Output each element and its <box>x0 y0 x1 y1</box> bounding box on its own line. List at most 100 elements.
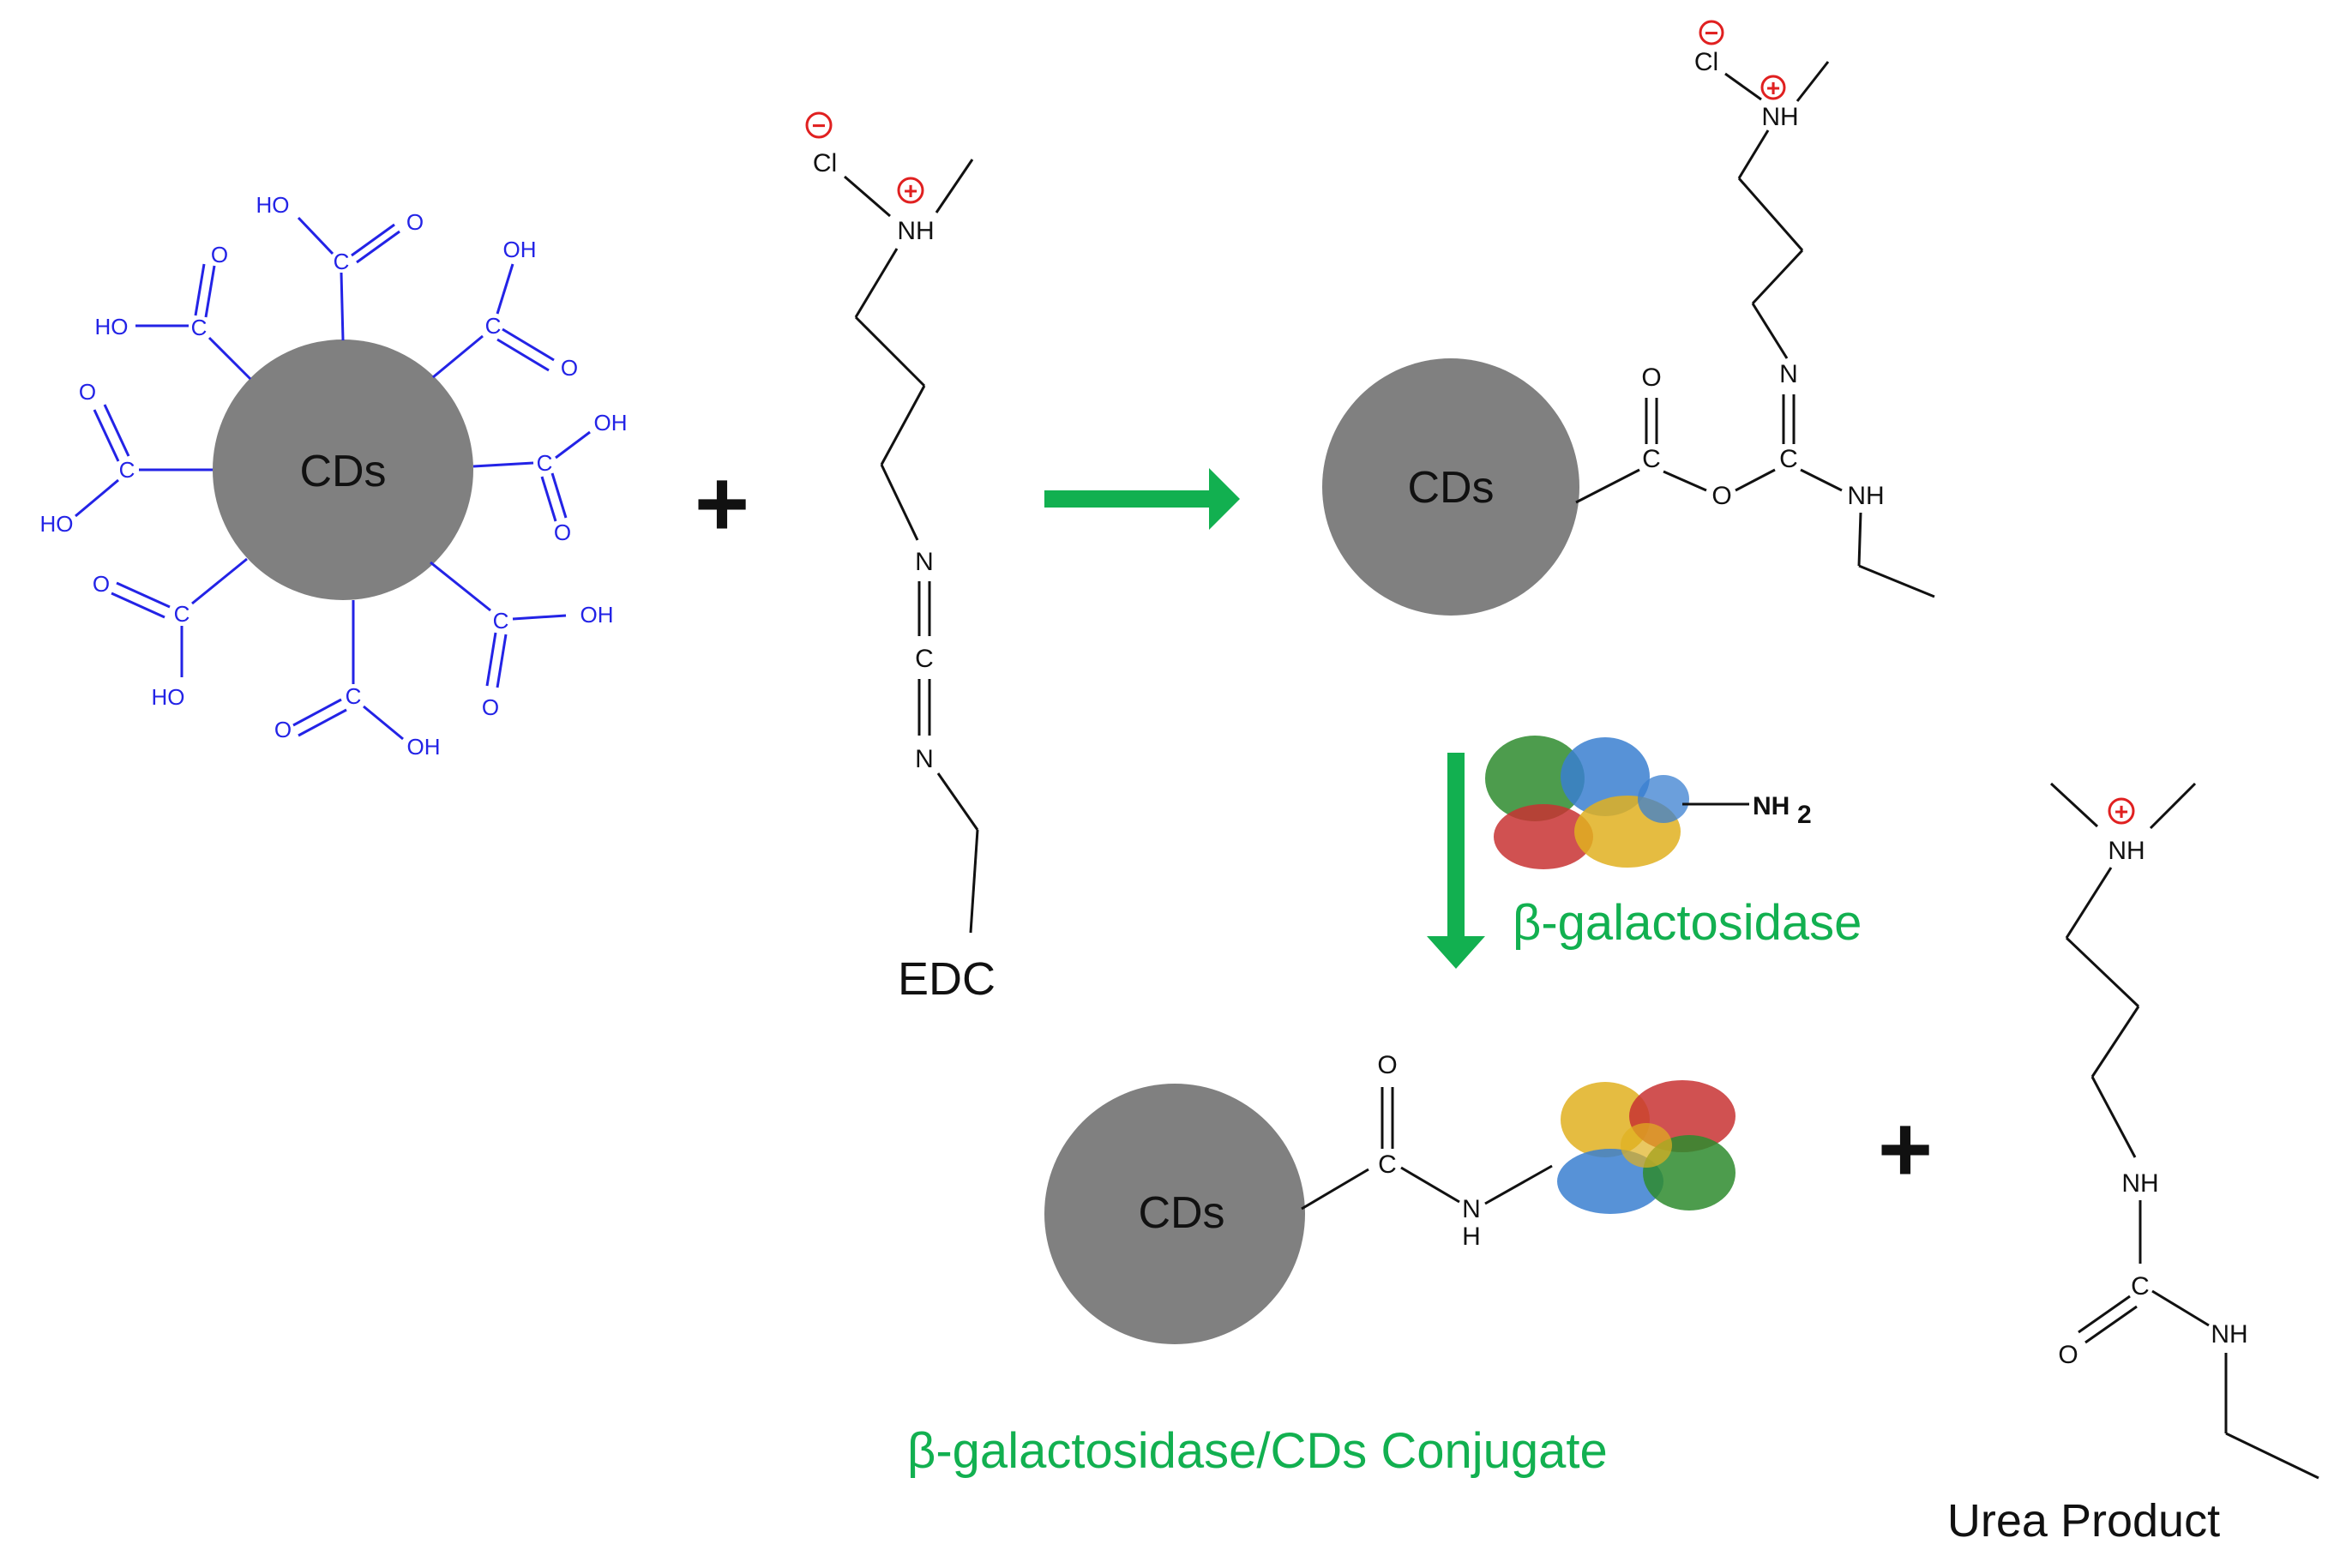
atom-label: N <box>1779 360 1798 388</box>
intermediate-carbon-dot <box>1322 358 1579 616</box>
chemical-bond <box>555 430 591 460</box>
chemical-bond <box>880 385 926 466</box>
atom-label: NH <box>1847 482 1884 510</box>
atom-label: C <box>493 608 509 634</box>
atom-label: HO <box>152 684 185 710</box>
chemical-bond <box>1735 468 1776 492</box>
atom-label: − <box>812 112 826 139</box>
chemical-bond <box>116 581 171 609</box>
chemical-bond <box>496 263 514 315</box>
chemical-bond <box>2151 1289 2210 1327</box>
chemical-bond <box>2225 1432 2319 1480</box>
intermediate-carbon-dot-label: CDs <box>1407 463 1494 513</box>
chemical-bond <box>936 772 979 831</box>
atom-label: 2 <box>1797 801 1812 829</box>
atom-label: O <box>1711 482 1731 510</box>
chemical-bond <box>204 265 216 318</box>
atom-label: O <box>79 379 96 405</box>
chemical-bond <box>969 829 979 934</box>
chemical-bond <box>111 592 165 619</box>
conjugate-carbon-dot <box>1044 1084 1305 1344</box>
chemical-bond <box>194 263 206 316</box>
edc-label: EDC <box>898 953 996 1005</box>
chemical-bond <box>2149 782 2197 830</box>
chemical-bond <box>502 327 555 362</box>
atom-label: N <box>915 548 934 576</box>
chemical-bond <box>1484 1164 1553 1205</box>
charge-indicator <box>805 111 833 139</box>
atom-label: NH <box>897 217 934 245</box>
conjugate-product: CDs C O N H β-galactosidase/CDs Conjugat… <box>907 1051 1735 1479</box>
atom-label: O <box>211 242 228 267</box>
chemical-bond <box>430 561 491 612</box>
atom-label: O <box>561 355 578 381</box>
carboxyl-group-right: C OH O <box>472 410 628 545</box>
atom-label: O <box>1377 1051 1397 1079</box>
chemical-bond <box>485 632 497 687</box>
chemical-bond <box>2065 936 2140 1008</box>
atom-label: HO <box>256 192 290 218</box>
atom-label: C <box>119 457 135 483</box>
chemical-bond <box>1800 468 1843 492</box>
chemical-bond <box>472 461 534 468</box>
atom-label: C <box>485 313 502 339</box>
atom-label: C <box>346 683 362 709</box>
chemical-bond <box>2090 1076 2137 1158</box>
atom-label: C <box>334 249 350 274</box>
chemical-bond <box>103 404 130 457</box>
atom-label: + <box>1766 75 1780 101</box>
atom-label: O <box>1641 363 1661 392</box>
chemical-bond <box>1751 249 1804 305</box>
atom-label: NH <box>2211 1320 2247 1349</box>
reaction-arrow-down <box>1427 753 1485 969</box>
chemical-bond <box>540 476 557 522</box>
chemical-bond <box>550 472 568 519</box>
chemical-bond <box>297 216 334 255</box>
carboxyl-group-left: C O HO <box>40 379 213 537</box>
charge-indicator <box>2108 797 2135 825</box>
chemical-bond <box>432 334 484 379</box>
atom-label: NH <box>2121 1169 2158 1198</box>
conjugate-carbon-dot-label: CDs <box>1138 1188 1224 1238</box>
atom-label: NH <box>1761 103 1798 131</box>
chemical-bond <box>1751 303 1789 359</box>
atom-label: N <box>1462 1195 1481 1223</box>
chemical-bond <box>2084 1305 2138 1344</box>
atom-label: N <box>915 745 934 773</box>
atom-label: C <box>1642 445 1661 473</box>
carboxyl-group-upper-right: C OH O <box>432 237 578 381</box>
conjugate-label: β-galactosidase/CDs Conjugate <box>907 1423 1608 1479</box>
chemical-bond <box>496 634 508 688</box>
chemical-bond <box>1737 129 1770 179</box>
carboxylated-carbon-dot: CDs C HO O C HO O C OH <box>40 192 628 760</box>
atom-label: NH <box>2108 837 2145 865</box>
atom-label: O <box>93 571 110 597</box>
chemical-bond <box>1737 177 1804 251</box>
chemical-bond <box>208 336 252 381</box>
chemical-bond <box>356 230 400 264</box>
charge-indicator <box>897 177 924 204</box>
chemical-bond <box>340 272 345 341</box>
atom-label: + <box>904 177 917 204</box>
atom-label: H <box>1462 1223 1481 1251</box>
chemical-bond <box>854 248 899 318</box>
chemical-bond <box>1857 512 1862 567</box>
carboxyl-group-lower-left: C O HO <box>93 557 248 710</box>
atom-label: C <box>1378 1150 1397 1179</box>
atom-label: O <box>2058 1341 2078 1369</box>
chemical-bond <box>935 159 974 213</box>
carboxyl-group-bottom: C O OH <box>274 600 441 760</box>
chemical-bond <box>1400 1166 1460 1204</box>
chemical-bond <box>292 698 342 727</box>
charge-indicator <box>1760 75 1786 100</box>
conjugate-protein-icon <box>1557 1080 1735 1214</box>
atom-label: + <box>2114 798 2128 825</box>
atom-label: OH <box>407 734 441 760</box>
carboxyl-group-lower-right: C OH O <box>430 561 614 720</box>
atom-label: O <box>554 520 571 545</box>
enzyme-reagent: NH 2 β-galactosidase <box>1485 736 1862 951</box>
atom-label: Cl <box>813 149 837 177</box>
urea-label: Urea Product <box>1947 1495 2220 1547</box>
chemical-bond <box>1858 564 1935 598</box>
urea-product: + NH NH C O NH Urea Product <box>1947 782 2319 1547</box>
